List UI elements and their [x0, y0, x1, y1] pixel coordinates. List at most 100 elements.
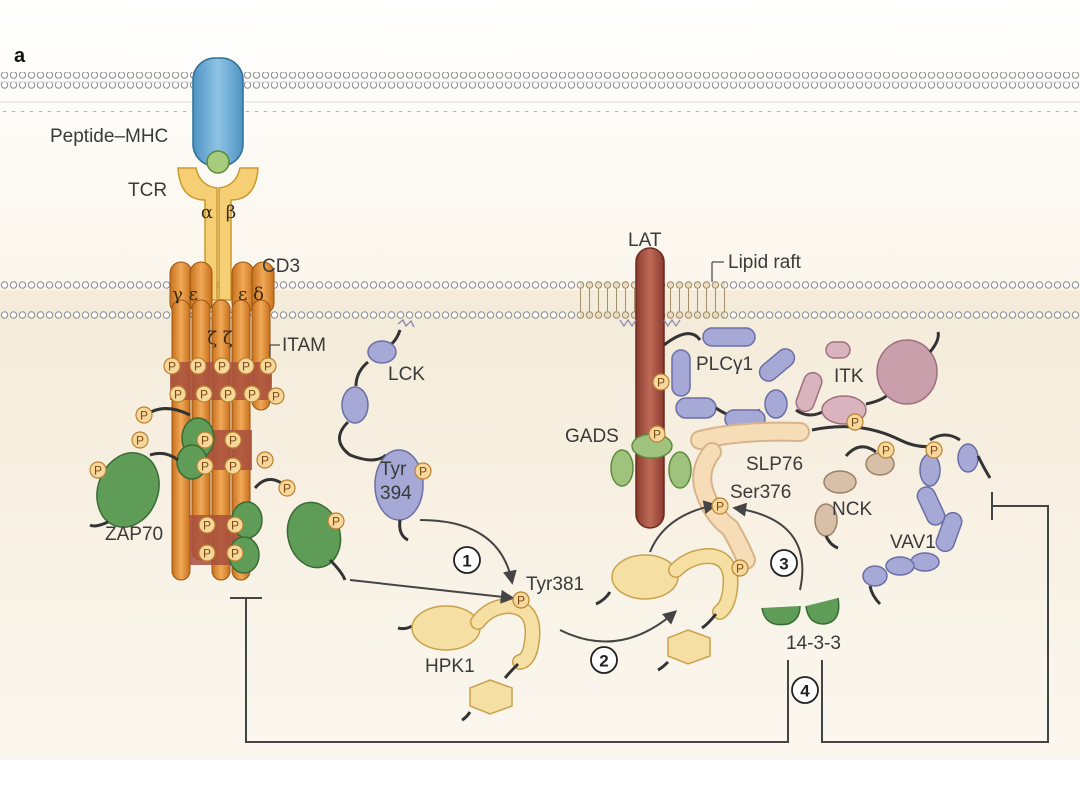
panel-label: a — [14, 45, 26, 67]
apc-membrane — [0, 72, 1080, 112]
alpha-label: α — [201, 202, 213, 223]
gads-label: GADS — [565, 426, 619, 447]
phosphate-circle — [648, 425, 666, 443]
phosphate-label: P — [224, 388, 232, 402]
phosphate-circle — [131, 431, 149, 449]
zap70-molecules — [89, 407, 347, 581]
phosphate-label: P — [419, 465, 427, 479]
hpk1-label: HPK1 — [425, 656, 475, 677]
phosphate-label: P — [657, 376, 665, 390]
phosphate-label: P — [203, 519, 211, 533]
phosphate-label: P — [94, 464, 102, 478]
phosphate-label: P — [229, 460, 237, 474]
step-markers: 1 2 3 4 — [453, 546, 819, 704]
phosphate-circle — [219, 385, 237, 403]
phosphate-label: P — [716, 500, 724, 514]
step-3: 3 — [779, 555, 788, 574]
phosphate-circle — [278, 479, 296, 497]
inhibition-line-right — [821, 505, 1049, 743]
plcg1-label: PLCγ1 — [696, 354, 753, 375]
phosphate-circle — [327, 512, 345, 530]
phosphate-circle — [512, 591, 530, 609]
lck-to-hpk1-arrow — [419, 519, 517, 585]
phosphate-circle — [259, 357, 277, 375]
itam-label: ITAM — [282, 335, 326, 356]
plcg1 — [663, 327, 796, 429]
peptide-mhc — [192, 57, 244, 174]
phosphate-label: P — [653, 428, 661, 442]
step-1: 1 — [462, 552, 471, 571]
phosphate-label: P — [168, 360, 176, 374]
gamma-epsilon-label: γ ε — [172, 284, 198, 305]
tyr394-label-line1: Tyr — [380, 459, 407, 480]
phosphate-label: P — [517, 594, 525, 608]
arrows — [230, 492, 1049, 743]
phosphate-label: P — [283, 482, 291, 496]
phosphate-label: P — [201, 460, 209, 474]
phosphate-circle — [267, 387, 285, 405]
tyr381-label: Tyr381 — [526, 574, 584, 595]
phosphate-label: P — [851, 416, 859, 430]
inhibition-line-left — [245, 598, 789, 743]
hpk1-binding-arrow — [559, 610, 678, 643]
itk-label: ITK — [834, 366, 864, 387]
zeta-zeta-label: ζ ζ — [207, 328, 232, 349]
phosphate-label: P — [200, 388, 208, 402]
phosphate-circle — [925, 441, 943, 459]
cd3-label: CD3 — [262, 256, 300, 277]
phosphate-label: P — [174, 388, 182, 402]
phosphate-circle — [224, 457, 242, 475]
zap70-to-hpk1-arrow — [349, 579, 515, 604]
phosphate-circle — [652, 373, 670, 391]
hpk1-bound — [595, 547, 739, 672]
phosphate-label: P — [736, 562, 744, 576]
phosphate-label: P — [229, 434, 237, 448]
phosphate-circle — [135, 406, 153, 424]
ser376-label: Ser376 — [730, 482, 791, 503]
phosphate-label: P — [231, 547, 239, 561]
phosphate-label: P — [218, 360, 226, 374]
phosphate-circle — [256, 451, 274, 469]
itk — [795, 331, 940, 425]
phosphate-circle — [213, 357, 231, 375]
phosphate-circle — [237, 357, 255, 375]
phosphate-label: P — [203, 547, 211, 561]
nck-label: NCK — [832, 499, 872, 520]
phosphate-label: P — [231, 519, 239, 533]
phosphate-label: P — [242, 360, 250, 374]
hpk1-to-ser376-arrow — [649, 500, 718, 553]
phosphate-label: P — [882, 444, 890, 458]
extracellular-space — [0, 0, 1080, 290]
lipid-raft-label: Lipid raft — [728, 252, 802, 273]
phosphate-label: P — [248, 388, 256, 402]
slp76-label: SLP76 — [746, 454, 803, 475]
14-3-3 — [761, 597, 840, 626]
phosphate-circle — [189, 357, 207, 375]
phosphate-circle — [226, 544, 244, 562]
phosphate-circle — [196, 431, 214, 449]
phosphate-circle — [195, 385, 213, 403]
phosphate-circle — [846, 413, 864, 431]
phosphate-label: P — [261, 454, 269, 468]
phosphate-circle — [196, 457, 214, 475]
epsilon-delta-label: ε δ — [238, 284, 264, 305]
vav1-label: VAV1 — [890, 532, 936, 553]
14-3-3-label: 14-3-3 — [786, 633, 841, 654]
step-4: 4 — [800, 682, 810, 701]
phosphate-circle — [731, 559, 749, 577]
phosphate-label: P — [272, 390, 280, 404]
peptide — [206, 150, 230, 174]
1433-to-ser376-arrow — [732, 502, 804, 591]
phosphate-circle — [169, 385, 187, 403]
phosphate-circle — [163, 357, 181, 375]
tyr394-label-line2: 394 — [380, 483, 412, 504]
lck-label: LCK — [388, 364, 425, 385]
t-cell-membrane — [0, 280, 1080, 320]
peptide-mhc-label: Peptide–MHC — [50, 126, 168, 147]
phosphate-circle — [226, 516, 244, 534]
step-2: 2 — [599, 652, 608, 671]
phosphate-label: P — [201, 434, 209, 448]
